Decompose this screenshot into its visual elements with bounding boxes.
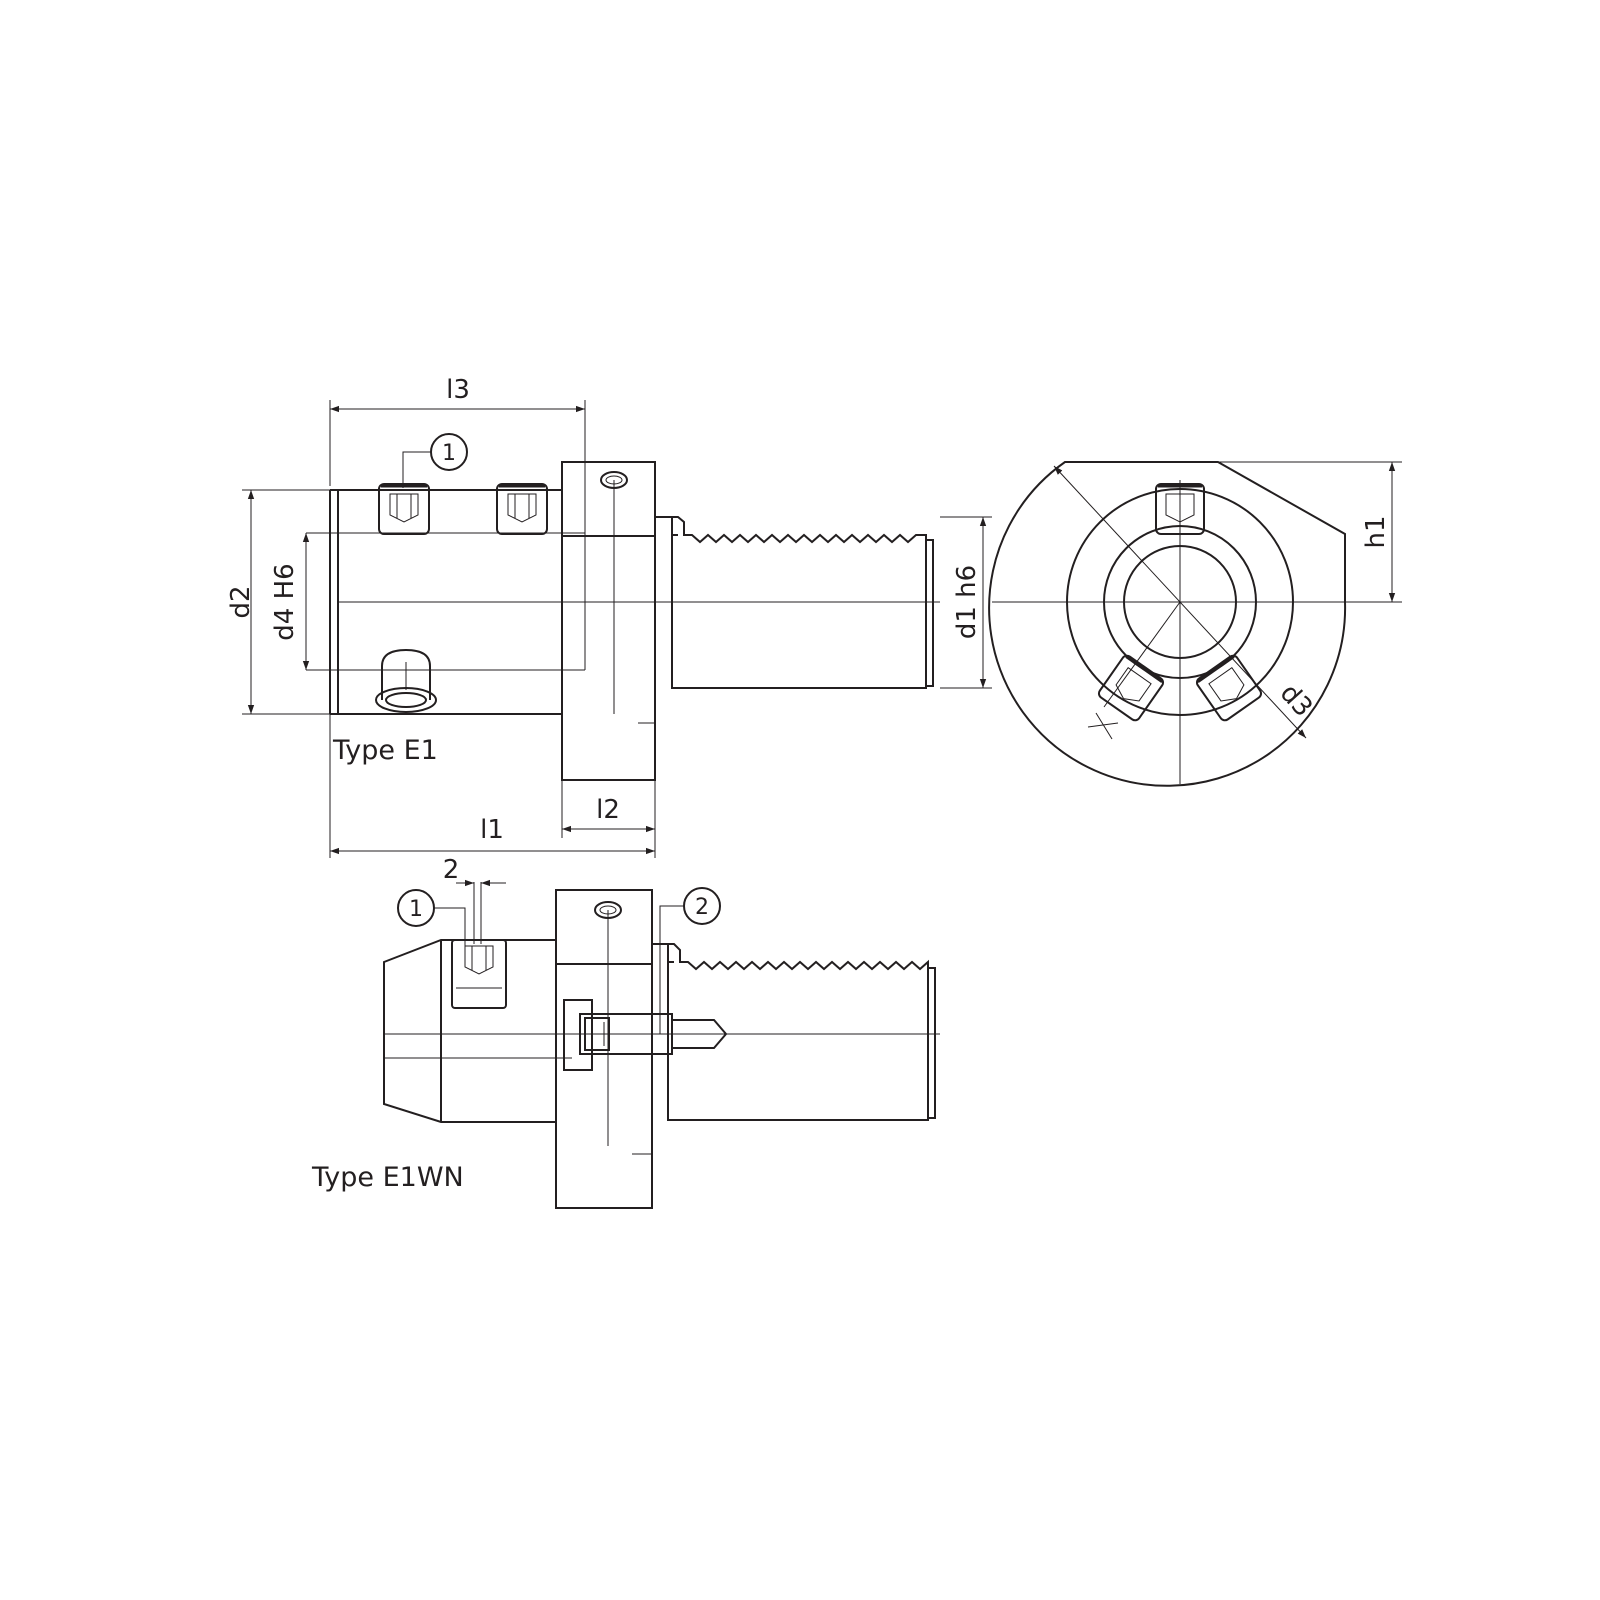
callout-1-label: 1 <box>409 897 423 922</box>
dim-l1-label: l1 <box>480 815 504 845</box>
dimension-d2: d2 <box>226 489 330 715</box>
caption-type-e1wn: Type E1WN <box>311 1162 464 1193</box>
e1wn-shank <box>652 943 936 1121</box>
end-view: d3 h1 <box>988 461 1402 787</box>
e1wn-flange <box>555 889 653 1209</box>
dim-l2-label: l2 <box>596 795 620 825</box>
dim-offset-label: 2 <box>443 855 460 885</box>
dimension-d1: d1 h6 <box>940 516 992 689</box>
set-screw-icon <box>378 483 430 535</box>
e1-body <box>306 455 586 715</box>
callout-2-label: 2 <box>695 895 709 920</box>
type-e1-side-view: 1 l3 d2 d4 H6 d1 h6 <box>226 375 992 858</box>
dim-l3-label: l3 <box>446 375 470 405</box>
callout-1-label: 1 <box>442 441 456 466</box>
e1wn-nose <box>383 939 572 1123</box>
dimension-offset-2: 2 <box>443 855 506 944</box>
set-screw-icon <box>496 483 548 535</box>
callout-2: 2 <box>659 887 721 1034</box>
dim-h1-label: h1 <box>1361 515 1391 548</box>
callout-1: 1 <box>402 433 468 488</box>
type-e1wn-side-view: 1 2 2 Type E1WN <box>311 855 940 1209</box>
dimension-d4: d4 H6 <box>270 533 310 670</box>
dimension-l2: l2 <box>561 780 656 858</box>
dimension-l1: l1 <box>329 714 655 858</box>
callout-1: 1 <box>397 889 466 946</box>
dimension-h1: h1 <box>1218 461 1402 602</box>
dim-d3-label: d3 <box>1274 678 1318 723</box>
set-screw-icon <box>375 648 437 713</box>
e1-shank <box>654 516 934 689</box>
e1-flange <box>561 461 656 781</box>
dim-d4-label: d4 H6 <box>270 563 300 640</box>
caption-type-e1: Type E1 <box>332 735 438 766</box>
dim-d2-label: d2 <box>226 585 256 618</box>
dimension-l3: l3 <box>329 375 586 486</box>
set-screw-icon <box>451 939 507 1009</box>
internal-screw-icon <box>563 999 728 1071</box>
dim-d1-label: d1 h6 <box>952 565 982 639</box>
